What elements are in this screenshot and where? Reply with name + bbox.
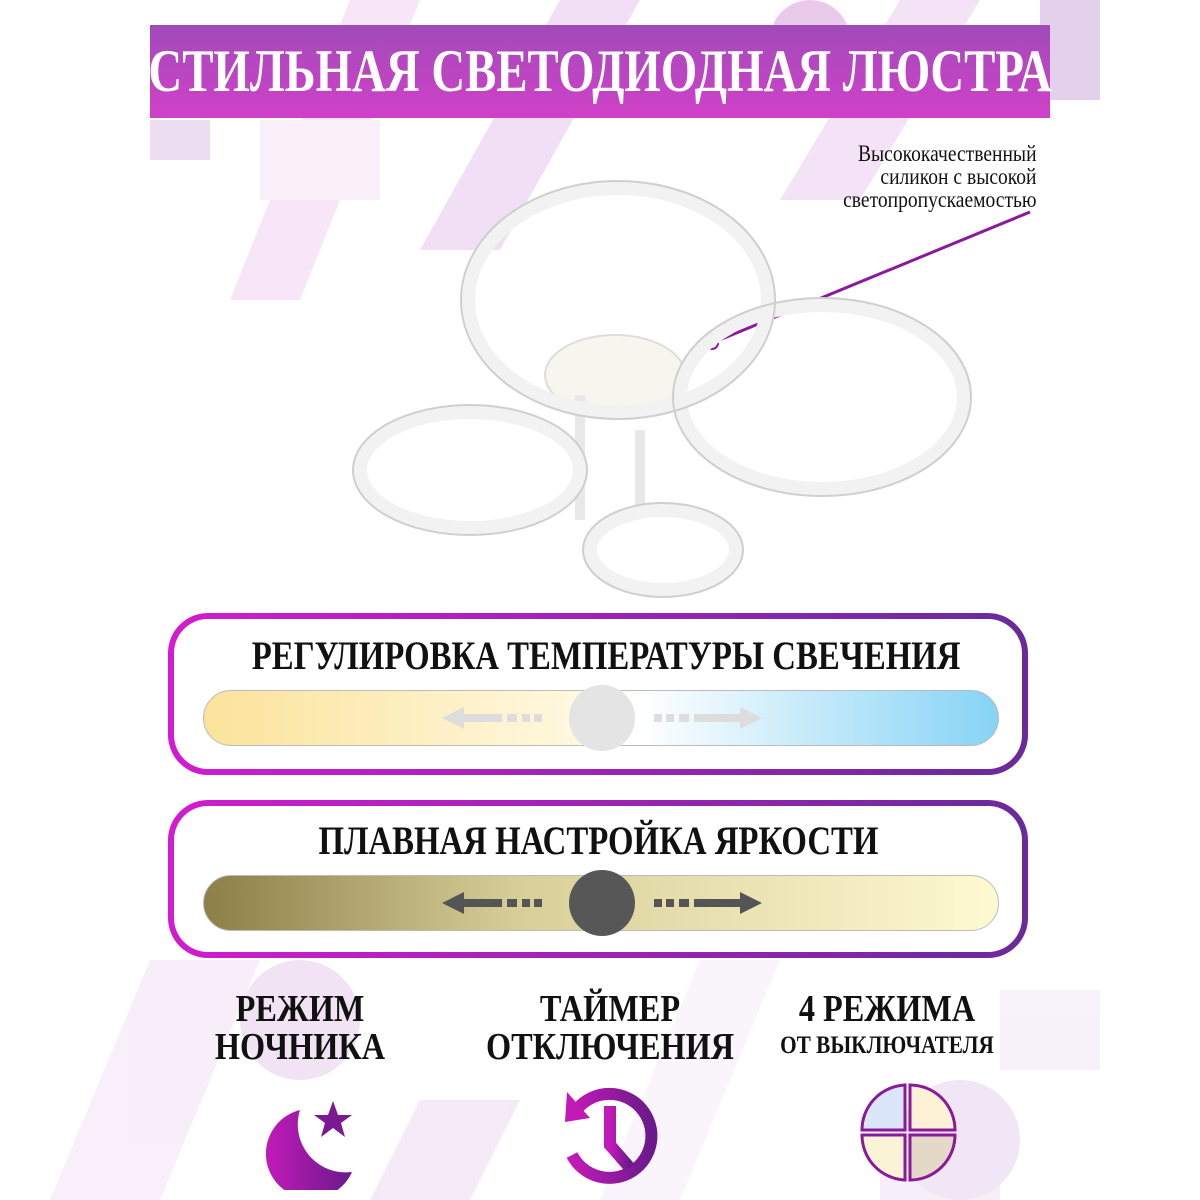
temperature-title: РЕГУЛИРОВКА ТЕМПЕРАТУРЫ СВЕЧЕНИЯ: [251, 633, 961, 678]
moon-star-icon: [265, 1101, 352, 1190]
temperature-panel: РЕГУЛИРОВКА ТЕМПЕРАТУРЫ СВЕЧЕНИЯ: [168, 613, 1028, 775]
feature-four-modes: 4 РЕЖИМА ОТ ВЫКЛЮЧАТЕЛЯ: [752, 990, 1022, 1064]
callout-line: силикон с высокой: [880, 164, 1037, 189]
callout-line: Высококачественный: [858, 141, 1037, 166]
silicone-callout: Высококачественный силикон с высокой све…: [809, 142, 1037, 211]
feature-line: ОТКЛЮЧЕНИЯ: [485, 1026, 735, 1068]
feature-timer: ТАЙМЕР ОТКЛЮЧЕНИЯ: [440, 990, 780, 1066]
four-modes-icon: [860, 1083, 957, 1182]
feature-line: НОЧНИКА: [214, 1026, 386, 1068]
title-banner: СТИЛЬНАЯ СВЕТОДИОДНАЯ ЛЮСТРА: [148, 25, 1052, 118]
brightness-title: ПЛАВНАЯ НАСТРОЙКА ЯРКОСТИ: [318, 818, 878, 863]
callout-line: светопропускаемостью: [843, 187, 1037, 212]
feature-line: РЕЖИМ: [235, 988, 365, 1030]
brightness-panel: ПЛАВНАЯ НАСТРОЙКА ЯРКОСТИ: [168, 800, 1028, 958]
banner-title: СТИЛЬНАЯ СВЕТОДИОДНАЯ ЛЮСТРА: [148, 38, 1052, 104]
arrows-icon: [442, 892, 762, 914]
feature-line: ТАЙМЕР: [539, 988, 681, 1030]
brightness-knob[interactable]: [569, 870, 635, 936]
feature-night-mode: РЕЖИМ НОЧНИКА: [160, 990, 440, 1066]
feature-icons: [265, 1083, 957, 1190]
temperature-knob[interactable]: [569, 685, 635, 751]
chandelier-image: [352, 180, 1031, 598]
brightness-slider[interactable]: [203, 870, 999, 936]
feature-line: ОТ ВЫКЛЮЧАТЕЛЯ: [780, 1032, 994, 1059]
temperature-slider[interactable]: [203, 685, 999, 751]
arrows-icon: [442, 707, 762, 729]
timer-icon: [566, 1087, 658, 1184]
feature-line: 4 РЕЖИМА: [798, 988, 976, 1030]
